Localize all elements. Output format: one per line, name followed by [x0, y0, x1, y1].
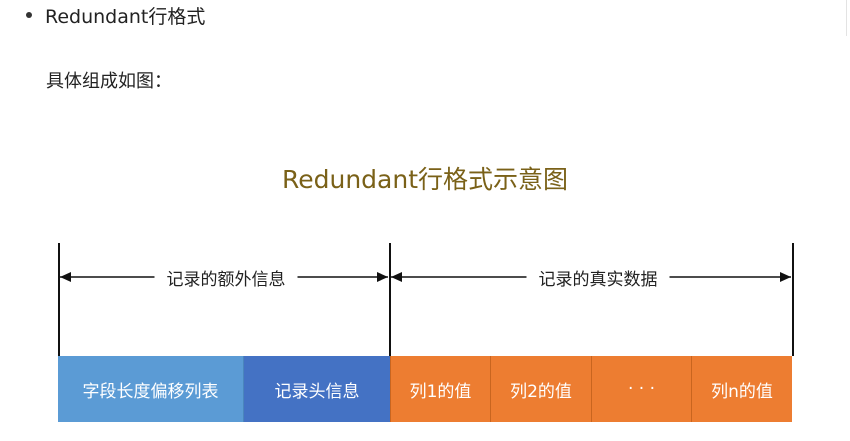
real-data-arrow-right-head — [780, 272, 791, 282]
real-data-label: 记录的真实数据 — [526, 265, 670, 290]
bullet-icon — [26, 12, 32, 18]
extra-info-arrow-left-head — [60, 272, 71, 282]
bullet-text: Redundant行格式 — [45, 5, 206, 28]
scroll-edge — [846, 0, 847, 36]
cell-field-length-offsets: 字段长度偏移列表 — [58, 356, 244, 422]
left-boundary-line — [58, 243, 60, 356]
cell-record-header: 记录头信息 — [244, 356, 390, 422]
right-boundary-line — [792, 243, 794, 356]
cell-column-1: 列1的值 — [390, 356, 490, 422]
cell-column-n: 列n的值 — [691, 356, 792, 422]
cell-column-2: 列2的值 — [490, 356, 591, 422]
bullet-list-item: Redundant行格式 — [26, 3, 206, 28]
middle-boundary-line — [389, 243, 391, 356]
diagram-title: Redundant行格式示意图 — [281, 165, 569, 194]
cell-ellipsis: · · · — [591, 356, 691, 422]
paragraph: 具体组成如图： — [46, 71, 172, 92]
extra-info-label: 记录的额外信息 — [154, 265, 298, 290]
extra-info-arrow-right-head — [377, 272, 388, 282]
real-data-arrow-left-head — [391, 272, 402, 282]
